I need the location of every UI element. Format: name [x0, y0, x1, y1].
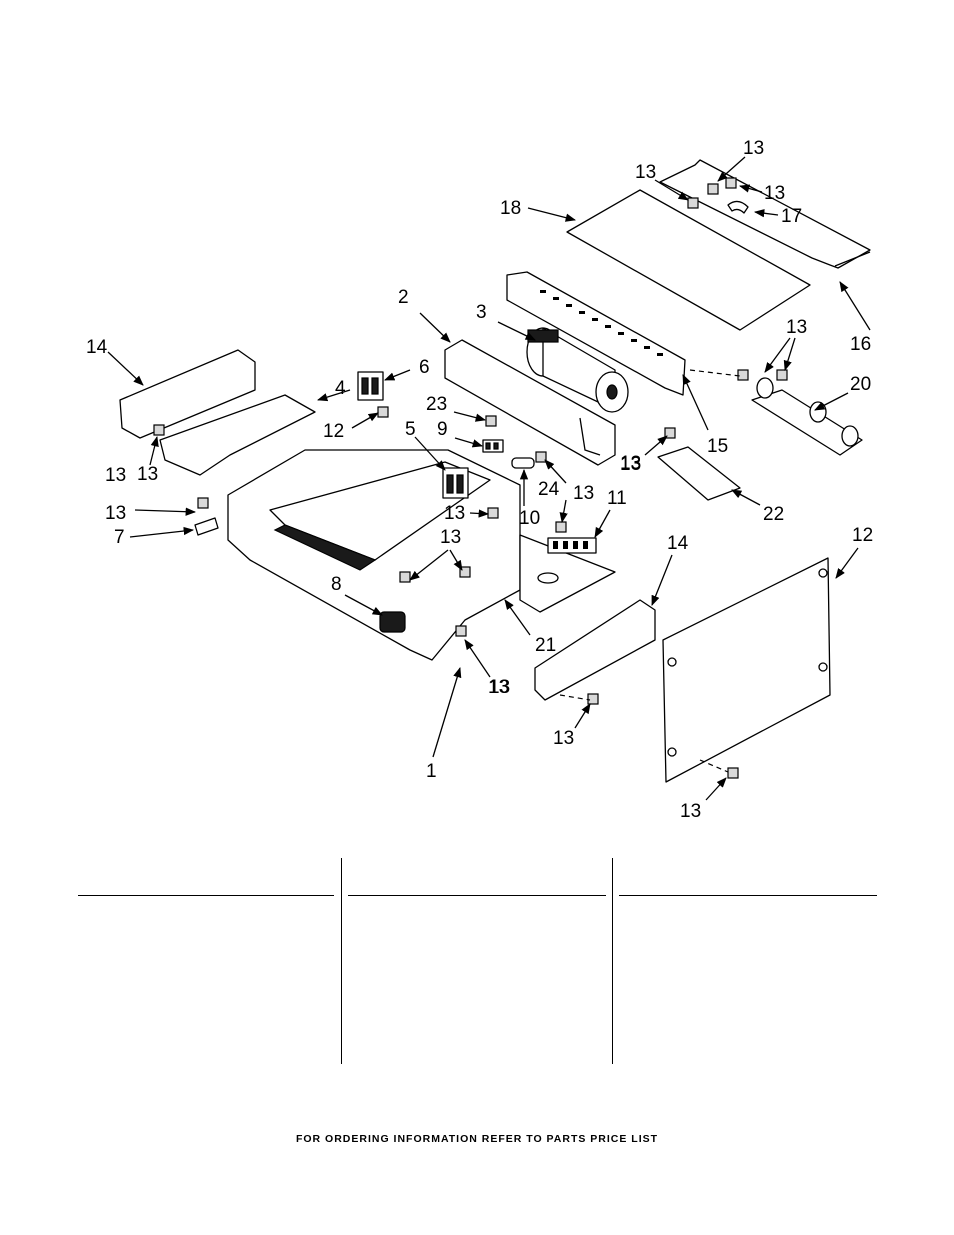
callout-11: 11: [607, 488, 627, 509]
callout-16: 16: [850, 334, 871, 355]
callout-14-a: 14: [86, 337, 108, 358]
callout-15: 15: [707, 436, 728, 457]
callout-20: 20: [850, 374, 871, 395]
table-header-rule-3: [619, 895, 877, 896]
table-header-rule-1: [78, 895, 334, 896]
terminal-block-11: [547, 537, 597, 554]
switch-6: [357, 371, 384, 401]
callout-18: 18: [500, 198, 521, 219]
callout-13-g: 13: [105, 465, 126, 486]
callout-labels: 13 13 13 13 18 17 16 2 3 13 13 20 14 6 4…: [86, 138, 873, 822]
table-column-divider-2: [612, 858, 613, 1064]
callout-6: 6: [419, 357, 430, 378]
switch-5: [442, 467, 469, 499]
callout-5: 5: [405, 419, 416, 440]
callout-10: 10: [519, 508, 540, 529]
callout-12-a: 12: [323, 421, 344, 442]
callout-13-k: 13: [489, 677, 510, 698]
callout-7: 7: [114, 527, 125, 548]
fuse-10: [511, 457, 535, 469]
callout-23: 23: [426, 394, 447, 415]
callout-13-l: 13: [553, 728, 574, 749]
callout-3: 3: [476, 302, 487, 323]
callout-13-i: 13: [440, 527, 461, 548]
screws-misc: [153, 369, 788, 779]
tray-4: [159, 394, 316, 476]
table-header-rule-2: [348, 895, 606, 896]
callout-9: 9: [437, 419, 448, 440]
ordering-info-note: FOR ORDERING INFORMATION REFER TO PARTS …: [295, 1133, 659, 1145]
callout-13-h: 13: [105, 503, 126, 524]
clamp-17: [727, 200, 749, 214]
callout-13-j: 13: [444, 503, 465, 524]
callout-13-d: 13: [786, 317, 807, 338]
base-panel-21: [519, 534, 616, 613]
callout-13-a: 13: [743, 138, 764, 159]
screws-top: [687, 177, 737, 209]
callout-1: 1: [426, 761, 437, 782]
clip-7: [194, 517, 219, 536]
callout-22: 22: [763, 504, 784, 525]
callout-12-b: 12: [852, 525, 873, 546]
callout-4: 4: [335, 378, 346, 399]
callout-13-b: 13: [635, 162, 656, 183]
callout-13-m: 13: [680, 801, 701, 822]
side-bracket-14-right: [534, 599, 656, 701]
callout-13-o: 13: [137, 464, 158, 485]
callout-8: 8: [331, 574, 342, 595]
side-bracket-14-left: [119, 349, 256, 439]
callout-13-p: 13: [620, 454, 641, 475]
callout-24: 24: [538, 479, 560, 500]
bracket-22: [657, 446, 741, 501]
back-panel-12: [662, 557, 831, 783]
top-panel-18: [566, 189, 811, 331]
chassis-1: [227, 449, 521, 661]
callout-2: 2: [398, 287, 409, 308]
leader-arrows: [107, 156, 871, 801]
rail-15: [506, 271, 686, 396]
table-column-divider-1: [341, 858, 342, 1064]
connector-8: [379, 611, 406, 633]
callout-14-b: 14: [667, 533, 689, 554]
callout-13-c: 13: [764, 183, 785, 204]
callout-13-f: 13: [573, 483, 594, 504]
bracket-20: [751, 377, 863, 456]
callout-13-e: 13: [620, 453, 641, 474]
terminal-9: [482, 439, 504, 453]
callout-17: 17: [781, 206, 802, 227]
bracket-2: [444, 339, 616, 466]
callout-13-n: 13: [488, 677, 509, 698]
callout-21: 21: [535, 635, 556, 656]
parts-diagram: 13 13 13 13 18 17 16 2 3 13 13 20 14 6 4…: [86, 138, 873, 822]
